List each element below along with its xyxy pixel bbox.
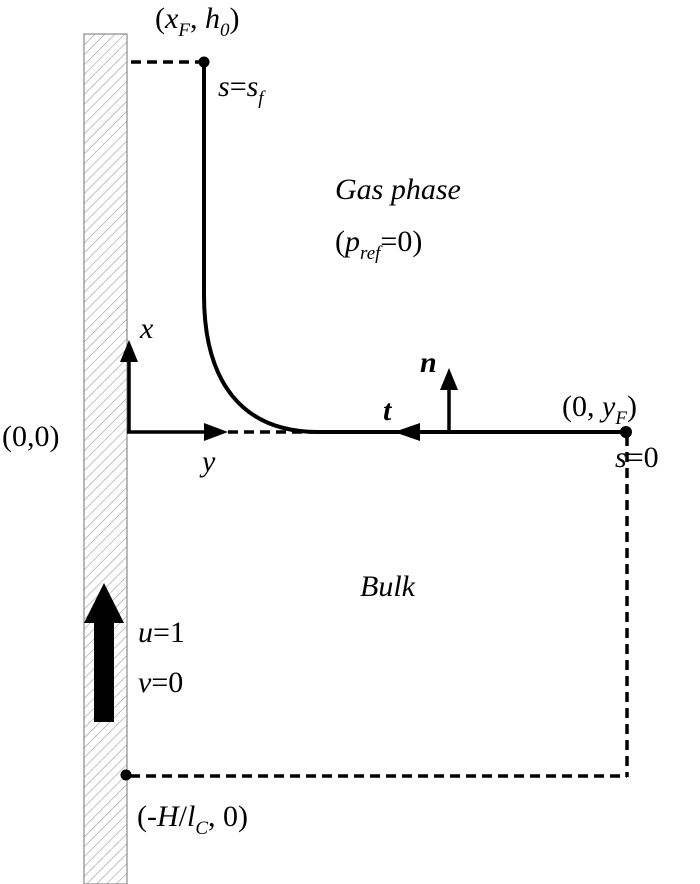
point-xf-h0 [198, 56, 210, 68]
label-pref: (pref=0) [335, 225, 422, 264]
point-0-yf [620, 426, 632, 438]
tangent-vector-arrowhead [394, 423, 420, 441]
label-s-sf: s=sf [218, 70, 266, 109]
label-normal-n: n [420, 346, 437, 379]
label-u: u=1 [138, 616, 185, 649]
label-s-0: s=0 [615, 441, 659, 474]
y-axis-arrowhead [204, 423, 228, 441]
inflow-arrow [84, 583, 124, 722]
label-v: v=0 [138, 666, 183, 699]
label-yf-point: (0, yF) [562, 390, 637, 429]
label-origin: (0,0) [2, 420, 59, 453]
free-surface-curve [202, 62, 627, 434]
label-bulk: Bulk [360, 570, 416, 603]
label-axis-x: x [139, 312, 154, 345]
normal-vector-arrowhead [440, 368, 458, 390]
label-gas-phase: Gas phase [335, 173, 461, 206]
label-tangent-t: t [383, 394, 393, 427]
point-bottom [120, 769, 132, 781]
x-axis-arrowhead [120, 340, 138, 362]
label-axis-y: y [199, 445, 216, 478]
label-bottom-point: (-H/lC, 0) [137, 800, 248, 839]
hatched-wall [83, 33, 128, 884]
label-top-point: (xF, h0) [155, 2, 239, 41]
